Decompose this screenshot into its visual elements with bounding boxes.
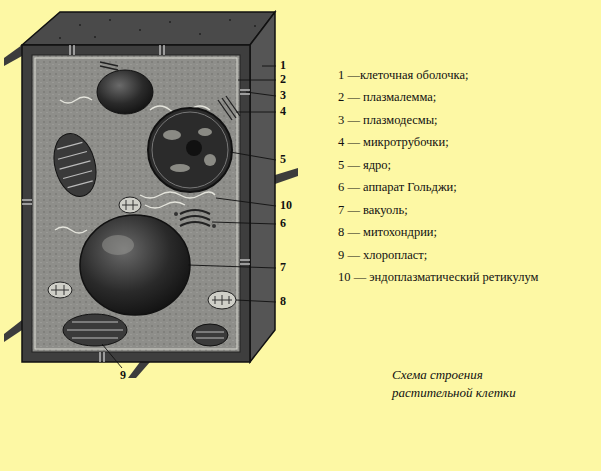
figure-caption: Схема строения растительной клетки <box>392 366 557 401</box>
callout-number: 9 <box>120 369 126 383</box>
callout-number: 6 <box>280 217 286 231</box>
key-entry: 3 — плазмодесмы; <box>338 113 438 127</box>
key-entry: 10 — эндоплазматический ретикулум <box>338 270 538 284</box>
callout-number: 7 <box>280 261 286 275</box>
callout-number: 2 <box>280 73 286 87</box>
key-entry: 4 — микротрубочки; <box>338 135 449 149</box>
key-entry: 9 — хлоропласт; <box>338 248 427 262</box>
callout-number: 1 <box>280 59 286 73</box>
key-entry: 1 —клеточная оболочка; <box>338 68 468 82</box>
callout-number: 3 <box>280 89 286 103</box>
callout-number: 8 <box>280 295 286 309</box>
key-entry: 5 — ядро; <box>338 158 391 172</box>
key-entry: 8 — митохондрии; <box>338 225 437 239</box>
key-entry: 2 — плазмалемма; <box>338 90 436 104</box>
callout-number: 10 <box>280 199 292 213</box>
callout-number: 5 <box>280 153 286 167</box>
key-entry: 7 — вакуоль; <box>338 203 408 217</box>
key-entry: 6 — аппарат Гольджи; <box>338 180 457 194</box>
callout-number: 4 <box>280 105 286 119</box>
